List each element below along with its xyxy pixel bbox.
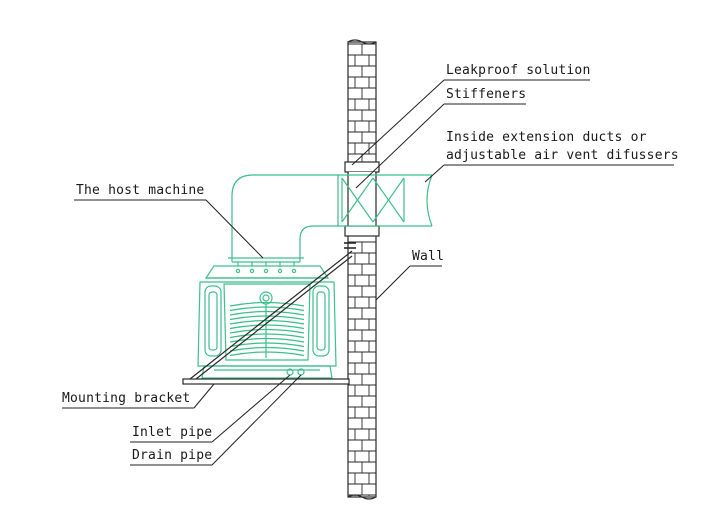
wall xyxy=(347,39,377,500)
label-wall: Wall xyxy=(412,249,445,264)
label-leakproof-solution: Leakproof solution xyxy=(446,63,591,78)
label-ducts-line1: Inside extension ducts or xyxy=(446,130,647,145)
top-vents xyxy=(235,262,297,274)
mounting-bracket xyxy=(182,250,353,385)
label-host-machine: The host machine xyxy=(76,183,205,198)
label-stiffeners: Stiffeners xyxy=(446,87,527,102)
label-inlet-pipe: Inlet pipe xyxy=(132,425,213,440)
label-drain-pipe: Drain pipe xyxy=(132,448,213,463)
leader-lines xyxy=(62,79,674,466)
label-mounting-bracket: Mounting bracket xyxy=(62,391,191,406)
host-machine xyxy=(197,174,338,379)
label-ducts-line2: adjustable air vent difussers xyxy=(446,148,679,163)
duct xyxy=(337,174,433,227)
